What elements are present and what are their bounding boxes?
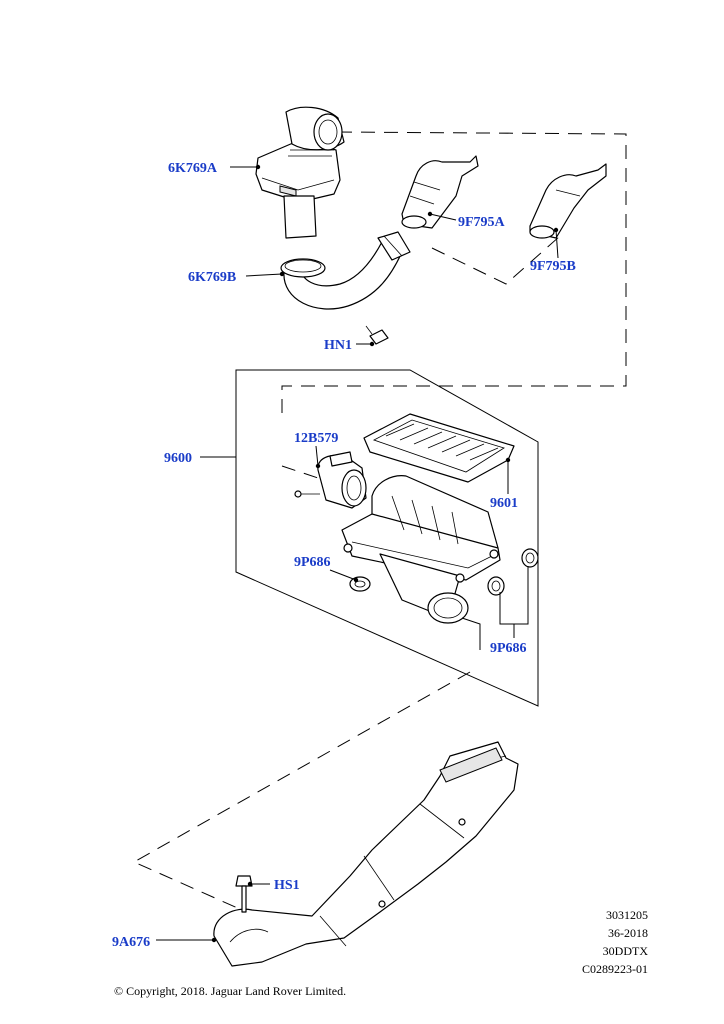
intake-duct-6K769B [280, 231, 411, 310]
callout-9A676: 9A676 [112, 935, 150, 950]
reference-line-4: C0289223-01 [582, 962, 648, 976]
callout-HN1: HN1 [324, 338, 352, 353]
copyright-notice: © Copyright, 2018. Jaguar Land Rover Lim… [114, 984, 347, 998]
leader-lines [156, 164, 559, 943]
mass-air-flow-sensor-12B579 [294, 451, 367, 509]
callout-9600: 9600 [164, 451, 192, 466]
callout-9601: 9601 [490, 496, 518, 511]
air-intake-duct-9A676 [213, 741, 519, 967]
breather-hose-9F795B [529, 163, 607, 239]
callout-6K769A: 6K769A [168, 161, 218, 176]
callout-9P686-left: 9P686 [294, 555, 331, 570]
resonator-6K769A [255, 106, 345, 239]
callout-9P686-right: 9P686 [490, 641, 527, 656]
air-cleaner-assembly-frame [235, 369, 539, 707]
air-filter-element-9601 [363, 413, 515, 483]
bolt-HS1 [235, 875, 253, 913]
assembly-dashed-lines [132, 131, 627, 911]
reference-line-1: 3031205 [606, 908, 648, 922]
clip-HN1 [365, 325, 389, 345]
reference-line-2: 36-2018 [608, 926, 648, 940]
air-cleaner-body-9600 [341, 475, 501, 624]
callout-12B579: 12B579 [294, 431, 338, 446]
reference-block: 3031205 36-2018 30DDTX C0289223-01 [582, 906, 648, 978]
callout-9F795A: 9F795A [458, 215, 506, 230]
reference-line-3: 30DDTX [602, 944, 648, 958]
callout-6K769B: 6K769B [188, 270, 236, 285]
callout-HS1: HS1 [274, 878, 300, 893]
breather-hose-9F795A [401, 155, 479, 229]
callout-labels: 6K769A 6K769B 9F795A 9F795B HN1 9600 12B… [112, 161, 576, 950]
callout-9F795B: 9F795B [530, 259, 576, 274]
